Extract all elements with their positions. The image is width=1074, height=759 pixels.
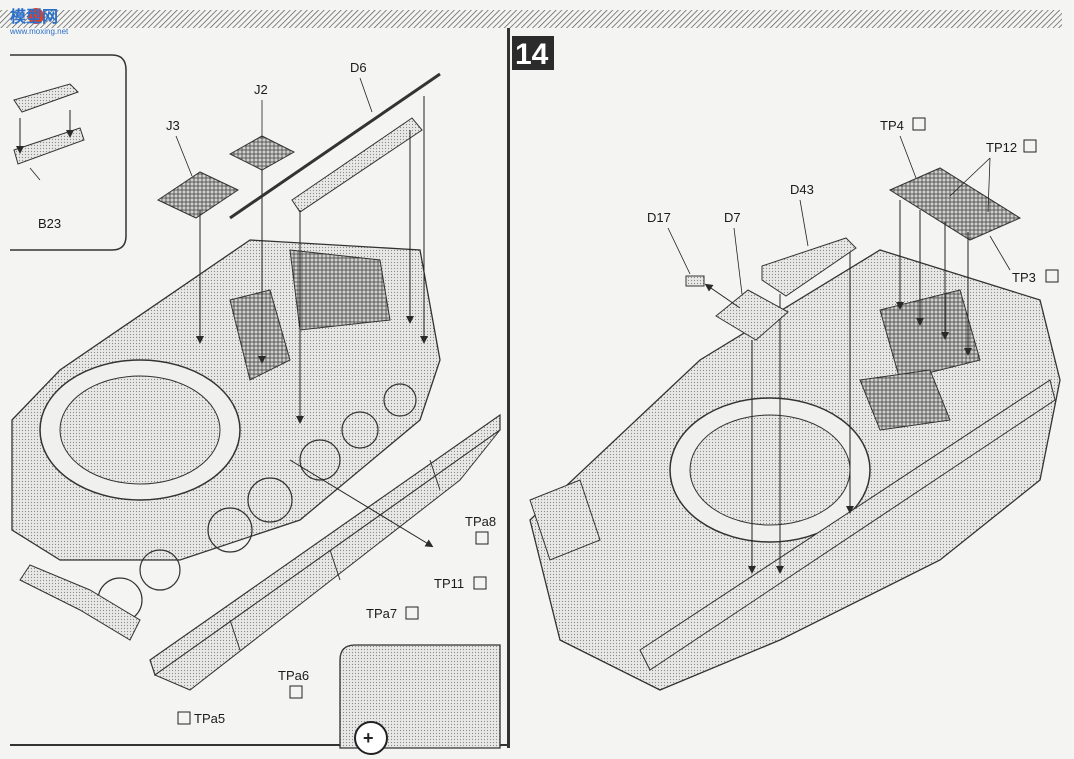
left-tank-hull bbox=[11, 239, 441, 641]
label-tp3: TP3 bbox=[1012, 270, 1036, 285]
label-tpa7: TPa7 bbox=[366, 606, 397, 621]
part-d7: D7 bbox=[715, 210, 789, 574]
photo-etch-icon bbox=[405, 606, 419, 620]
part-d6: D6 bbox=[229, 60, 441, 424]
side-skirts bbox=[149, 413, 501, 691]
label-tp12: TP12 bbox=[986, 140, 1017, 155]
label-d7: D7 bbox=[724, 210, 741, 225]
watermark-text: 模型网 bbox=[10, 7, 58, 26]
label-j2: J2 bbox=[254, 82, 268, 97]
part-tp4-tp12: TP4 TP12 TP3 bbox=[880, 117, 1059, 356]
watermark-subtext: www.moxing.net bbox=[9, 27, 69, 36]
right-tank-hull bbox=[529, 249, 1061, 691]
photo-etch-icon bbox=[473, 576, 487, 590]
photo-etch-icon bbox=[1023, 139, 1037, 153]
label-d6: D6 bbox=[350, 60, 367, 75]
label-tpa6: TPa6 bbox=[278, 668, 309, 683]
header-band bbox=[0, 10, 1062, 28]
label-d43: D43 bbox=[790, 182, 814, 197]
tp11-arrow bbox=[289, 459, 434, 548]
bottom-border bbox=[10, 744, 507, 746]
page-divider bbox=[507, 28, 510, 748]
inset-b23: B23 bbox=[10, 54, 127, 251]
part-j3: J3 bbox=[156, 118, 240, 344]
label-tp11: TP11 bbox=[434, 576, 464, 591]
label-b23: B23 bbox=[38, 216, 61, 231]
label-tpa8: TPa8 bbox=[465, 514, 496, 529]
photo-etch-icon bbox=[475, 531, 489, 545]
inset-detail: + bbox=[339, 644, 501, 755]
label-j3: J3 bbox=[166, 118, 180, 133]
left-part-labels: TPa8 TP11 TPa7 TPa6 TPa5 bbox=[177, 514, 496, 726]
part-d43: D43 bbox=[761, 182, 857, 574]
photo-etch-icon bbox=[177, 711, 191, 725]
part-j2: J2 bbox=[228, 82, 296, 364]
label-tp4: TP4 bbox=[880, 118, 904, 133]
label-d17: D17 bbox=[647, 210, 671, 225]
label-tpa5: TPa5 bbox=[194, 711, 225, 726]
photo-etch-icon bbox=[1045, 269, 1059, 283]
step-number: 14 bbox=[515, 38, 549, 71]
photo-etch-icon bbox=[289, 685, 303, 699]
plus-icon: + bbox=[363, 728, 374, 748]
step-badge: 14 bbox=[512, 36, 554, 71]
part-d17: D17 bbox=[647, 210, 741, 309]
photo-etch-icon bbox=[912, 117, 926, 131]
watermark-logo: 模型网 www.moxing.net bbox=[9, 7, 69, 36]
